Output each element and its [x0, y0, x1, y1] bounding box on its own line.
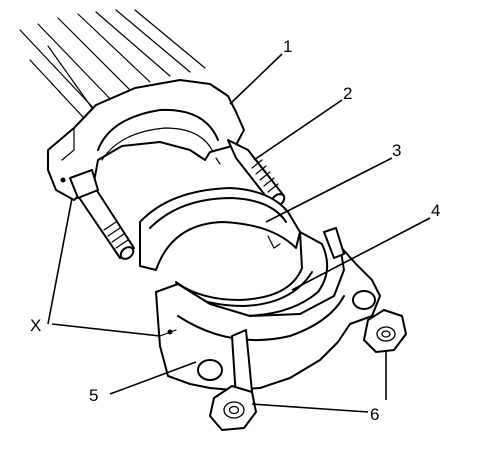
leader-x-upper [47, 197, 73, 325]
leader-1 [229, 53, 283, 105]
callout-2: 2 [343, 84, 352, 103]
leader-4 [291, 217, 431, 291]
leader-6a [251, 403, 369, 413]
callout-1: 1 [283, 37, 292, 56]
callout-6: 6 [370, 405, 379, 424]
leader-x-lower [51, 323, 161, 337]
rod-big-end [47, 79, 245, 201]
callout-4: 4 [431, 201, 440, 220]
leader-5 [109, 361, 197, 395]
callout-x: X [30, 316, 41, 335]
upper-bearing-shell [139, 187, 301, 271]
leader-lines [47, 53, 431, 413]
rod-shaft [19, 9, 206, 131]
callout-3: 3 [392, 141, 401, 160]
rod-cap [155, 227, 381, 399]
leader-2 [253, 99, 343, 161]
leader-3 [265, 157, 393, 223]
cap-nut-left [209, 385, 257, 431]
cap-nut-right [363, 309, 407, 353]
rod-bolt-left [69, 169, 135, 260]
callout-5: 5 [89, 386, 98, 405]
